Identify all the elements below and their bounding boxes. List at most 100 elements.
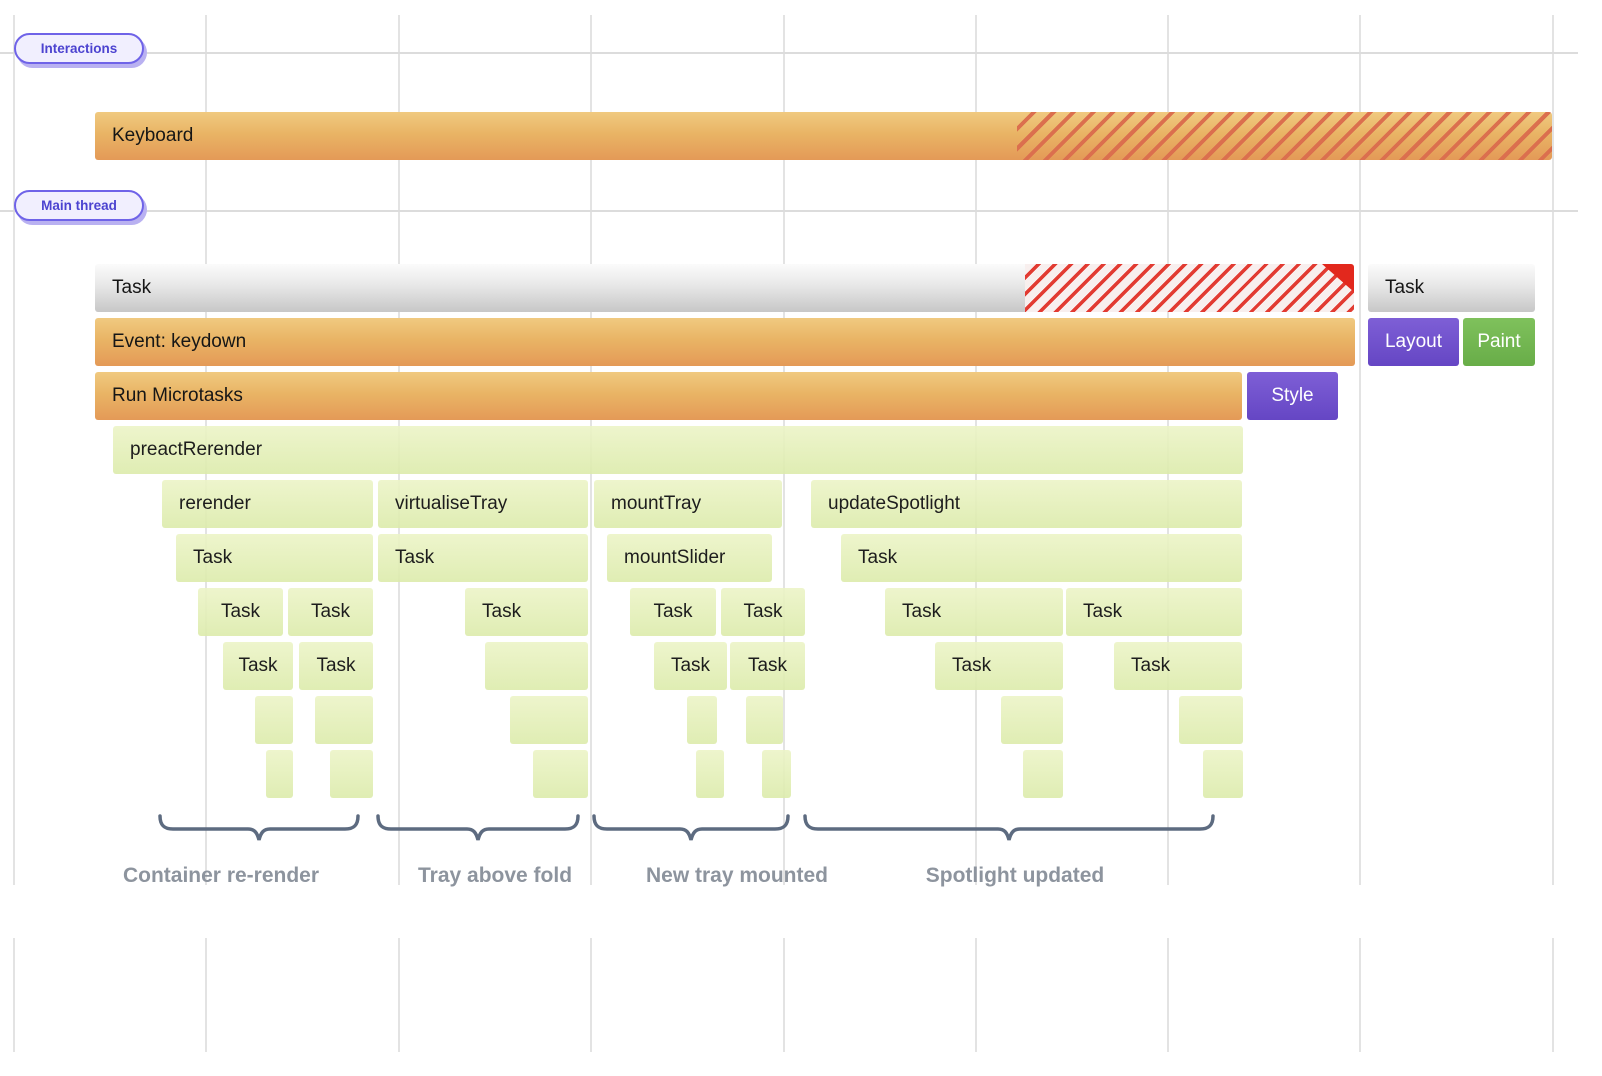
flame-bar-label: Task [482, 601, 522, 622]
gridline-vertical [205, 938, 207, 1052]
gridline-vertical [783, 938, 785, 1052]
gridline-vertical [13, 15, 15, 885]
flame-bar-block[interactable] [1023, 750, 1063, 798]
flame-bar-label: Keyboard [112, 125, 194, 146]
gridline-vertical [1359, 938, 1361, 1052]
flame-bar-block[interactable] [1179, 696, 1243, 744]
flame-bar-block[interactable] [533, 750, 588, 798]
overrun-hatch-red [1025, 264, 1354, 312]
flame-bar-label: Task [902, 601, 942, 622]
flame-bar-label: Task [112, 277, 152, 298]
annotation-brace [592, 814, 790, 841]
flame-bar-preactrerender[interactable]: preactRerender [113, 426, 1243, 474]
flame-bar-label: updateSpotlight [828, 493, 961, 514]
annotation-label: New tray mounted [645, 864, 829, 887]
gridline-vertical [13, 938, 15, 1052]
flame-bar-label: virtualiseTray [395, 493, 508, 514]
flame-bar-task[interactable]: Task [1114, 642, 1242, 690]
flame-bar-run-microtasks[interactable]: Run Microtasks [95, 372, 1242, 420]
flame-bar-task[interactable]: Task [1066, 588, 1242, 636]
flame-bar-task[interactable]: Task [654, 642, 727, 690]
flame-bar-task[interactable]: Task [223, 642, 293, 690]
gridline-vertical [975, 938, 977, 1052]
flame-bar-label: Task [1385, 277, 1425, 298]
flame-bar-task[interactable]: Task [730, 642, 805, 690]
flame-bar-label: Task [747, 655, 788, 676]
track-pill-interactions[interactable]: Interactions [14, 33, 144, 64]
flame-bar-label: Task [1131, 655, 1171, 676]
flame-bar-label: Task [220, 601, 261, 622]
flame-bar-task[interactable]: Task [1368, 264, 1535, 312]
flame-bar-mountslider[interactable]: mountSlider [607, 534, 772, 582]
annotation-brace [803, 814, 1215, 841]
gridline-vertical [1552, 15, 1554, 885]
track-separator-line [0, 52, 1578, 54]
flame-bar-label: Task [310, 601, 351, 622]
annotation-brace [158, 814, 360, 841]
flame-bar-updatespotlight[interactable]: updateSpotlight [811, 480, 1242, 528]
overrun-corner-triangle [1322, 264, 1354, 292]
annotation-brace [376, 814, 580, 841]
flame-bar-block[interactable] [762, 750, 791, 798]
flame-bar-label: mountTray [611, 493, 702, 514]
flame-bar-label: Task [316, 655, 356, 676]
flame-bar-task[interactable]: Task [378, 534, 588, 582]
flame-bar-task[interactable]: Task [288, 588, 373, 636]
overrun-hatch-orange [1017, 112, 1552, 160]
flame-bar-task[interactable]: Task [841, 534, 1242, 582]
flame-bar-label: Layout [1384, 331, 1443, 352]
flame-bar-virtualisetray[interactable]: virtualiseTray [378, 480, 588, 528]
flame-bar-task[interactable]: Task [95, 264, 1354, 312]
flame-bar-task[interactable]: Task [885, 588, 1063, 636]
annotation-label: Tray above fold [417, 864, 573, 887]
flame-bar-label: Task [1083, 601, 1123, 622]
flame-bar-keyboard[interactable]: Keyboard [95, 112, 1552, 160]
flame-bar-task[interactable]: Task [935, 642, 1063, 690]
flame-bar-task[interactable]: Task [721, 588, 805, 636]
flame-bar-style[interactable]: Style [1247, 372, 1338, 420]
flame-bar-label: Task [952, 655, 992, 676]
flame-bar-task[interactable]: Task [176, 534, 373, 582]
gridline-vertical [1552, 938, 1554, 1052]
annotation-label: Container re-render [122, 864, 320, 887]
flame-bar-label: Task [193, 547, 233, 568]
flame-bar-mounttray[interactable]: mountTray [594, 480, 782, 528]
flame-bar-block[interactable] [746, 696, 783, 744]
flame-bar-label: Task [238, 655, 278, 676]
gridline-vertical [398, 938, 400, 1052]
flame-bar-block[interactable] [485, 642, 588, 690]
flame-bar-label: Task [395, 547, 435, 568]
track-separator-line [0, 210, 1578, 212]
flame-bar-label: Paint [1477, 331, 1521, 352]
flame-bar-block[interactable] [1001, 696, 1063, 744]
flame-bar-event-keydown[interactable]: Event: keydown [95, 318, 1355, 366]
flame-bar-label: Task [858, 547, 898, 568]
flame-bar-block[interactable] [330, 750, 373, 798]
flame-bar-block[interactable] [315, 696, 373, 744]
flame-bar-label: Event: keydown [112, 331, 247, 352]
track-pill-main-thread[interactable]: Main thread [14, 190, 144, 221]
annotation-label: Spotlight updated [925, 864, 1105, 887]
flame-bar-task[interactable]: Task [465, 588, 588, 636]
gridline-vertical [590, 938, 592, 1052]
gridline-vertical [1167, 938, 1169, 1052]
flame-bar-block[interactable] [266, 750, 293, 798]
flame-bar-layout[interactable]: Layout [1368, 318, 1459, 366]
flame-bar-label: preactRerender [130, 439, 263, 460]
flame-bar-task[interactable]: Task [630, 588, 716, 636]
flame-bar-block[interactable] [687, 696, 717, 744]
gridline-vertical [1359, 15, 1361, 885]
flame-bar-block[interactable] [510, 696, 588, 744]
flame-bar-block[interactable] [696, 750, 724, 798]
flame-bar-label: mountSlider [624, 547, 726, 568]
flame-bar-label: rerender [179, 493, 251, 514]
flame-bar-rerender[interactable]: rerender [162, 480, 373, 528]
flame-bar-task[interactable]: Task [198, 588, 283, 636]
flame-bar-task[interactable]: Task [299, 642, 373, 690]
flame-bar-label: Style [1271, 385, 1314, 406]
flame-bar-block[interactable] [1203, 750, 1243, 798]
flame-bar-block[interactable] [255, 696, 293, 744]
flame-bar-paint[interactable]: Paint [1463, 318, 1535, 366]
flame-bar-label: Task [743, 601, 783, 622]
